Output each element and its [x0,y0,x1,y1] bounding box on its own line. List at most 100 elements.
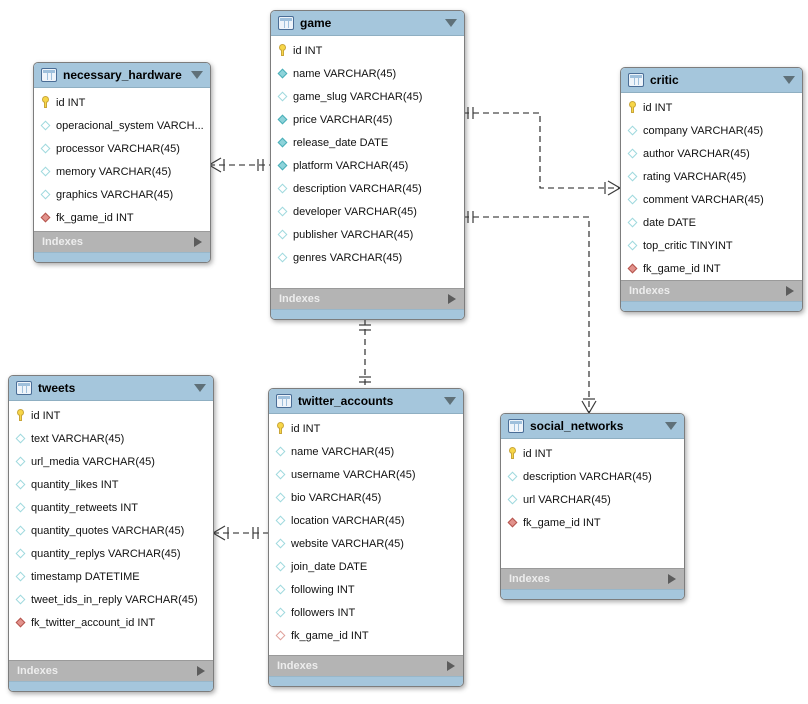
collapse-arrow-icon[interactable] [444,397,456,405]
column-nullable-icon [277,183,288,194]
indexes-section[interactable]: Indexes [271,288,464,309]
column-nullable-icon [277,91,288,102]
fk-icon [627,263,638,274]
field-row-id[interactable]: id INT [501,442,684,465]
expand-arrow-icon[interactable] [448,294,456,304]
field-row-fk_game_id[interactable]: fk_game_id INT [501,511,684,534]
table-header[interactable]: critic [621,68,802,93]
relationship-game-twitter_accounts[interactable] [359,319,371,388]
indexes-section[interactable]: Indexes [269,655,463,676]
field-row-processor[interactable]: processor VARCHAR(45) [34,137,210,160]
collapse-arrow-icon[interactable] [665,422,677,430]
column-nullable-icon [15,571,26,582]
collapse-arrow-icon[interactable] [445,19,457,27]
field-row-quantity_replys[interactable]: quantity_replys VARCHAR(45) [9,542,213,565]
field-row-memory[interactable]: memory VARCHAR(45) [34,160,210,183]
field-row-followers[interactable]: followers INT [269,601,463,624]
field-label: fk_twitter_account_id INT [31,616,156,629]
table-critic[interactable]: critic id INT company VARCHAR(45) author V… [620,67,803,312]
field-row-id[interactable]: id INT [271,39,464,62]
field-row-date[interactable]: date DATE [621,211,802,234]
field-label: top_critic TINYINT [643,239,733,252]
field-label: author VARCHAR(45) [643,147,750,160]
field-row-author[interactable]: author VARCHAR(45) [621,142,802,165]
field-row-game_slug[interactable]: game_slug VARCHAR(45) [271,85,464,108]
table-header[interactable]: tweets [9,376,213,401]
expand-arrow-icon[interactable] [197,666,205,676]
field-row-release_date[interactable]: release_date DATE [271,131,464,154]
field-row-comment[interactable]: comment VARCHAR(45) [621,188,802,211]
field-row-location[interactable]: location VARCHAR(45) [269,509,463,532]
field-row-description[interactable]: description VARCHAR(45) [501,465,684,488]
field-row-quantity_retweets[interactable]: quantity_retweets INT [9,496,213,519]
relationship-necessary_hardware-game[interactable] [207,157,270,173]
column-nullable-icon [627,194,638,205]
field-row-operacional_system[interactable]: operacional_system VARCH... [34,114,210,137]
expand-arrow-icon[interactable] [447,661,455,671]
field-row-url_media[interactable]: url_media VARCHAR(45) [9,450,213,473]
expand-arrow-icon[interactable] [786,286,794,296]
field-row-fk_game_id[interactable]: fk_game_id INT [269,624,463,647]
column-nullable-icon [15,594,26,605]
table-header[interactable]: game [271,11,464,36]
field-row-website[interactable]: website VARCHAR(45) [269,532,463,555]
relationship-tweets-twitter_accounts[interactable] [211,525,268,541]
field-row-price[interactable]: price VARCHAR(45) [271,108,464,131]
table-header[interactable]: twitter_accounts [269,389,463,414]
field-row-company[interactable]: company VARCHAR(45) [621,119,802,142]
indexes-section[interactable]: Indexes [9,660,213,681]
field-row-username[interactable]: username VARCHAR(45) [269,463,463,486]
field-row-join_date[interactable]: join_date DATE [269,555,463,578]
collapse-arrow-icon[interactable] [783,76,795,84]
column-notnull-icon [277,114,288,125]
table-header[interactable]: necessary_hardware [34,63,210,88]
relationship-game-social_networks[interactable] [463,211,597,415]
field-row-name[interactable]: name VARCHAR(45) [269,440,463,463]
field-row-tweet_ids_in_reply[interactable]: tweet_ids_in_reply VARCHAR(45) [9,588,213,611]
field-row-quantity_likes[interactable]: quantity_likes INT [9,473,213,496]
indexes-section[interactable]: Indexes [621,280,802,301]
collapse-arrow-icon[interactable] [191,71,203,79]
field-row-id[interactable]: id INT [621,96,802,119]
table-footer [621,301,802,311]
field-row-timestamp[interactable]: timestamp DATETIME [9,565,213,588]
collapse-arrow-icon[interactable] [194,384,206,392]
field-row-platform[interactable]: platform VARCHAR(45) [271,154,464,177]
indexes-section[interactable]: Indexes [501,568,684,589]
table-header[interactable]: social_networks [501,414,684,439]
field-row-text[interactable]: text VARCHAR(45) [9,427,213,450]
field-row-url[interactable]: url VARCHAR(45) [501,488,684,511]
field-label: company VARCHAR(45) [643,124,764,137]
indexes-section[interactable]: Indexes [34,231,210,252]
field-row-rating[interactable]: rating VARCHAR(45) [621,165,802,188]
field-row-top_critic[interactable]: top_critic TINYINT [621,234,802,257]
field-row-quantity_quotes[interactable]: quantity_quotes VARCHAR(45) [9,519,213,542]
relationship-game-critic[interactable] [463,107,622,196]
field-row-bio[interactable]: bio VARCHAR(45) [269,486,463,509]
field-row-publisher[interactable]: publisher VARCHAR(45) [271,223,464,246]
field-row-description[interactable]: description VARCHAR(45) [271,177,464,200]
table-footer [269,676,463,686]
field-row-developer[interactable]: developer VARCHAR(45) [271,200,464,223]
field-row-fk_game_id[interactable]: fk_game_id INT [621,257,802,280]
column-nullable-icon [275,446,286,457]
field-row-graphics[interactable]: graphics VARCHAR(45) [34,183,210,206]
field-row-fk_twitter_account_id[interactable]: fk_twitter_account_id INT [9,611,213,634]
field-row-id[interactable]: id INT [34,91,210,114]
expand-arrow-icon[interactable] [194,237,202,247]
field-row-fk_game_id[interactable]: fk_game_id INT [34,206,210,229]
field-row-name[interactable]: name VARCHAR(45) [271,62,464,85]
table-icon [278,16,294,30]
field-row-following[interactable]: following INT [269,578,463,601]
field-row-id[interactable]: id INT [269,417,463,440]
field-row-id[interactable]: id INT [9,404,213,427]
expand-arrow-icon[interactable] [668,574,676,584]
field-row-genres[interactable]: genres VARCHAR(45) [271,246,464,269]
table-icon [16,381,32,395]
